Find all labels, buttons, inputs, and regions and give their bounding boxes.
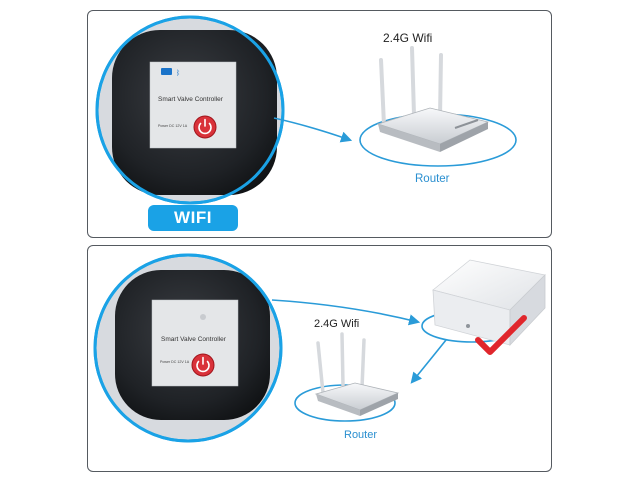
bottom-device-title: Smart Valve Controller [161,336,226,343]
top-device-title: Smart Valve Controller [158,96,223,103]
top-arrow [273,117,353,143]
power-button-icon [192,354,214,376]
top-wifi-band-label: 2.4G Wifi [383,31,433,45]
bottom-device-power: Power DC 12V 1A [160,360,190,364]
device-to-hub-arrow [271,299,421,326]
bottom-router-ellipse [294,384,396,422]
bottom-router-label: Router [344,429,378,441]
power-button-icon [194,116,216,138]
hub-to-router-arrow [410,339,447,384]
bluetooth-icon: ᛒ [176,69,180,77]
gateway-hub-icon [432,259,546,347]
top-router-label: Router [415,173,450,185]
top-router-icon [376,46,490,152]
top-device: ᛒ [95,15,285,205]
bottom-router-icon [314,332,400,416]
wifi-badge: WIFI [148,205,238,231]
bottom-wifi-band-label: 2.4G Wifi [314,318,360,330]
wifi-logo-icon [161,68,172,75]
check-mark-icon [475,315,527,355]
bottom-device [93,253,283,443]
top-device-power: Power DC 12V 1A [158,124,188,128]
